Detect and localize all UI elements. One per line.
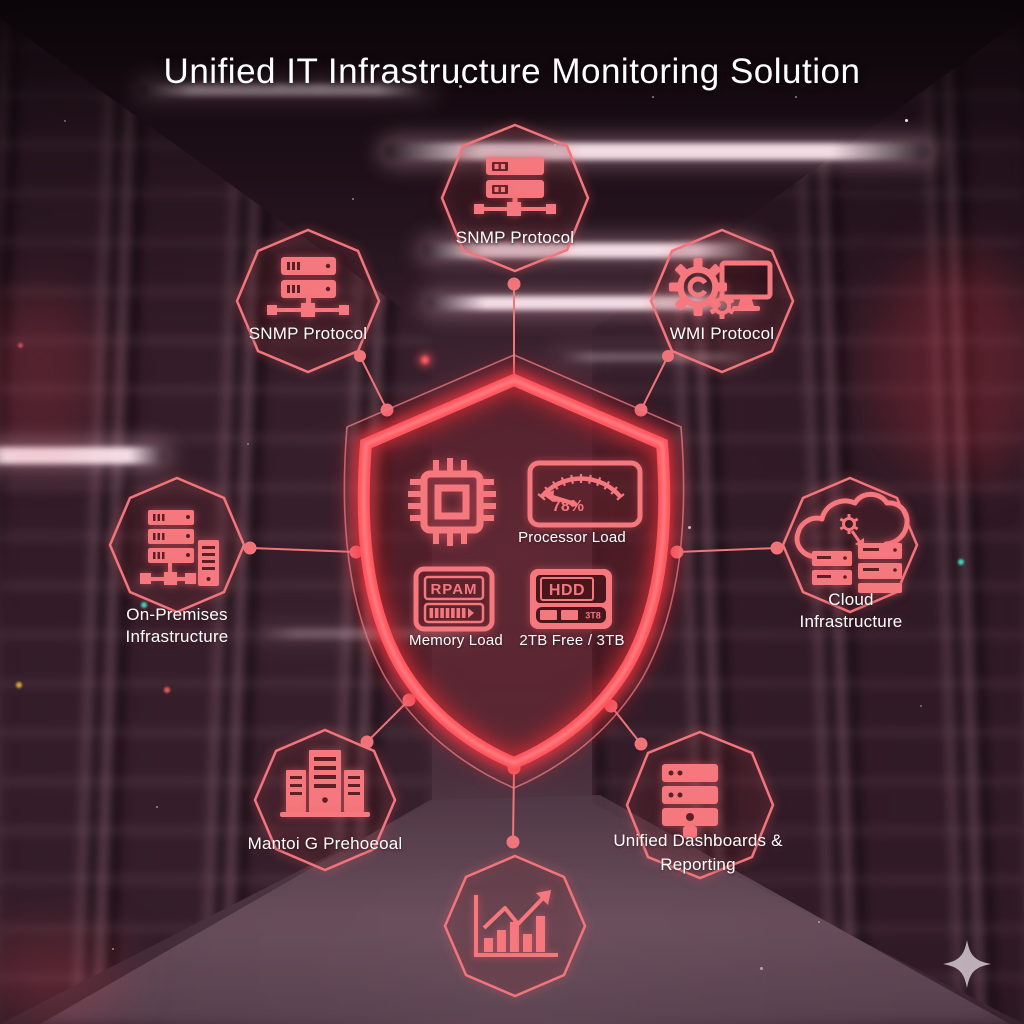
server-stack-icon: [662, 764, 718, 838]
hdd-capacity-text: 3T8: [585, 611, 601, 621]
hdd-chip-text: HDD: [549, 582, 585, 599]
page-title: Unified IT Infrastructure Monitoring Sol…: [163, 52, 861, 91]
cpu-chip-icon: [408, 458, 496, 546]
ram-chip-text: RPAM: [430, 581, 477, 598]
server-rack-icon: [140, 510, 219, 586]
ram-icon: RPAM: [413, 566, 495, 632]
server-network-icon: [267, 257, 349, 317]
gauge-icon: 78%: [527, 460, 643, 528]
buildings-icon: [280, 750, 370, 817]
gear-monitor-icon: [669, 258, 773, 319]
node-upper-left-label: SNMP Protocol: [248, 324, 368, 343]
node-bottom-left-label: Mantoi G Prehoeoal: [247, 834, 403, 853]
server-network-icon: [474, 157, 556, 216]
node-bottom-right-label: Unified Dashboards & Reporting: [613, 831, 783, 874]
growth-chart-icon: [474, 890, 558, 957]
node-left-octagon: [108, 476, 246, 614]
shield-outline: [343, 354, 685, 789]
hdd-icon: HDD 3T8: [530, 569, 612, 629]
sparkle-icon: [943, 940, 991, 988]
node-right-label: Cloud Infrastructure: [799, 590, 903, 631]
processor-load-label: Processor Load: [518, 529, 626, 546]
memory-load-label: Memory Load: [409, 632, 503, 649]
cloud-servers-icon: [794, 491, 910, 593]
node-left-label: On-Premises Infrastructure: [125, 605, 229, 646]
gauge-value: 78%: [552, 498, 584, 515]
node-upper-right-label: WMI Protocol: [669, 324, 775, 343]
node-top-label: SNMP Protocol: [455, 228, 575, 247]
storage-label: 2TB Free / 3TB: [519, 632, 625, 649]
